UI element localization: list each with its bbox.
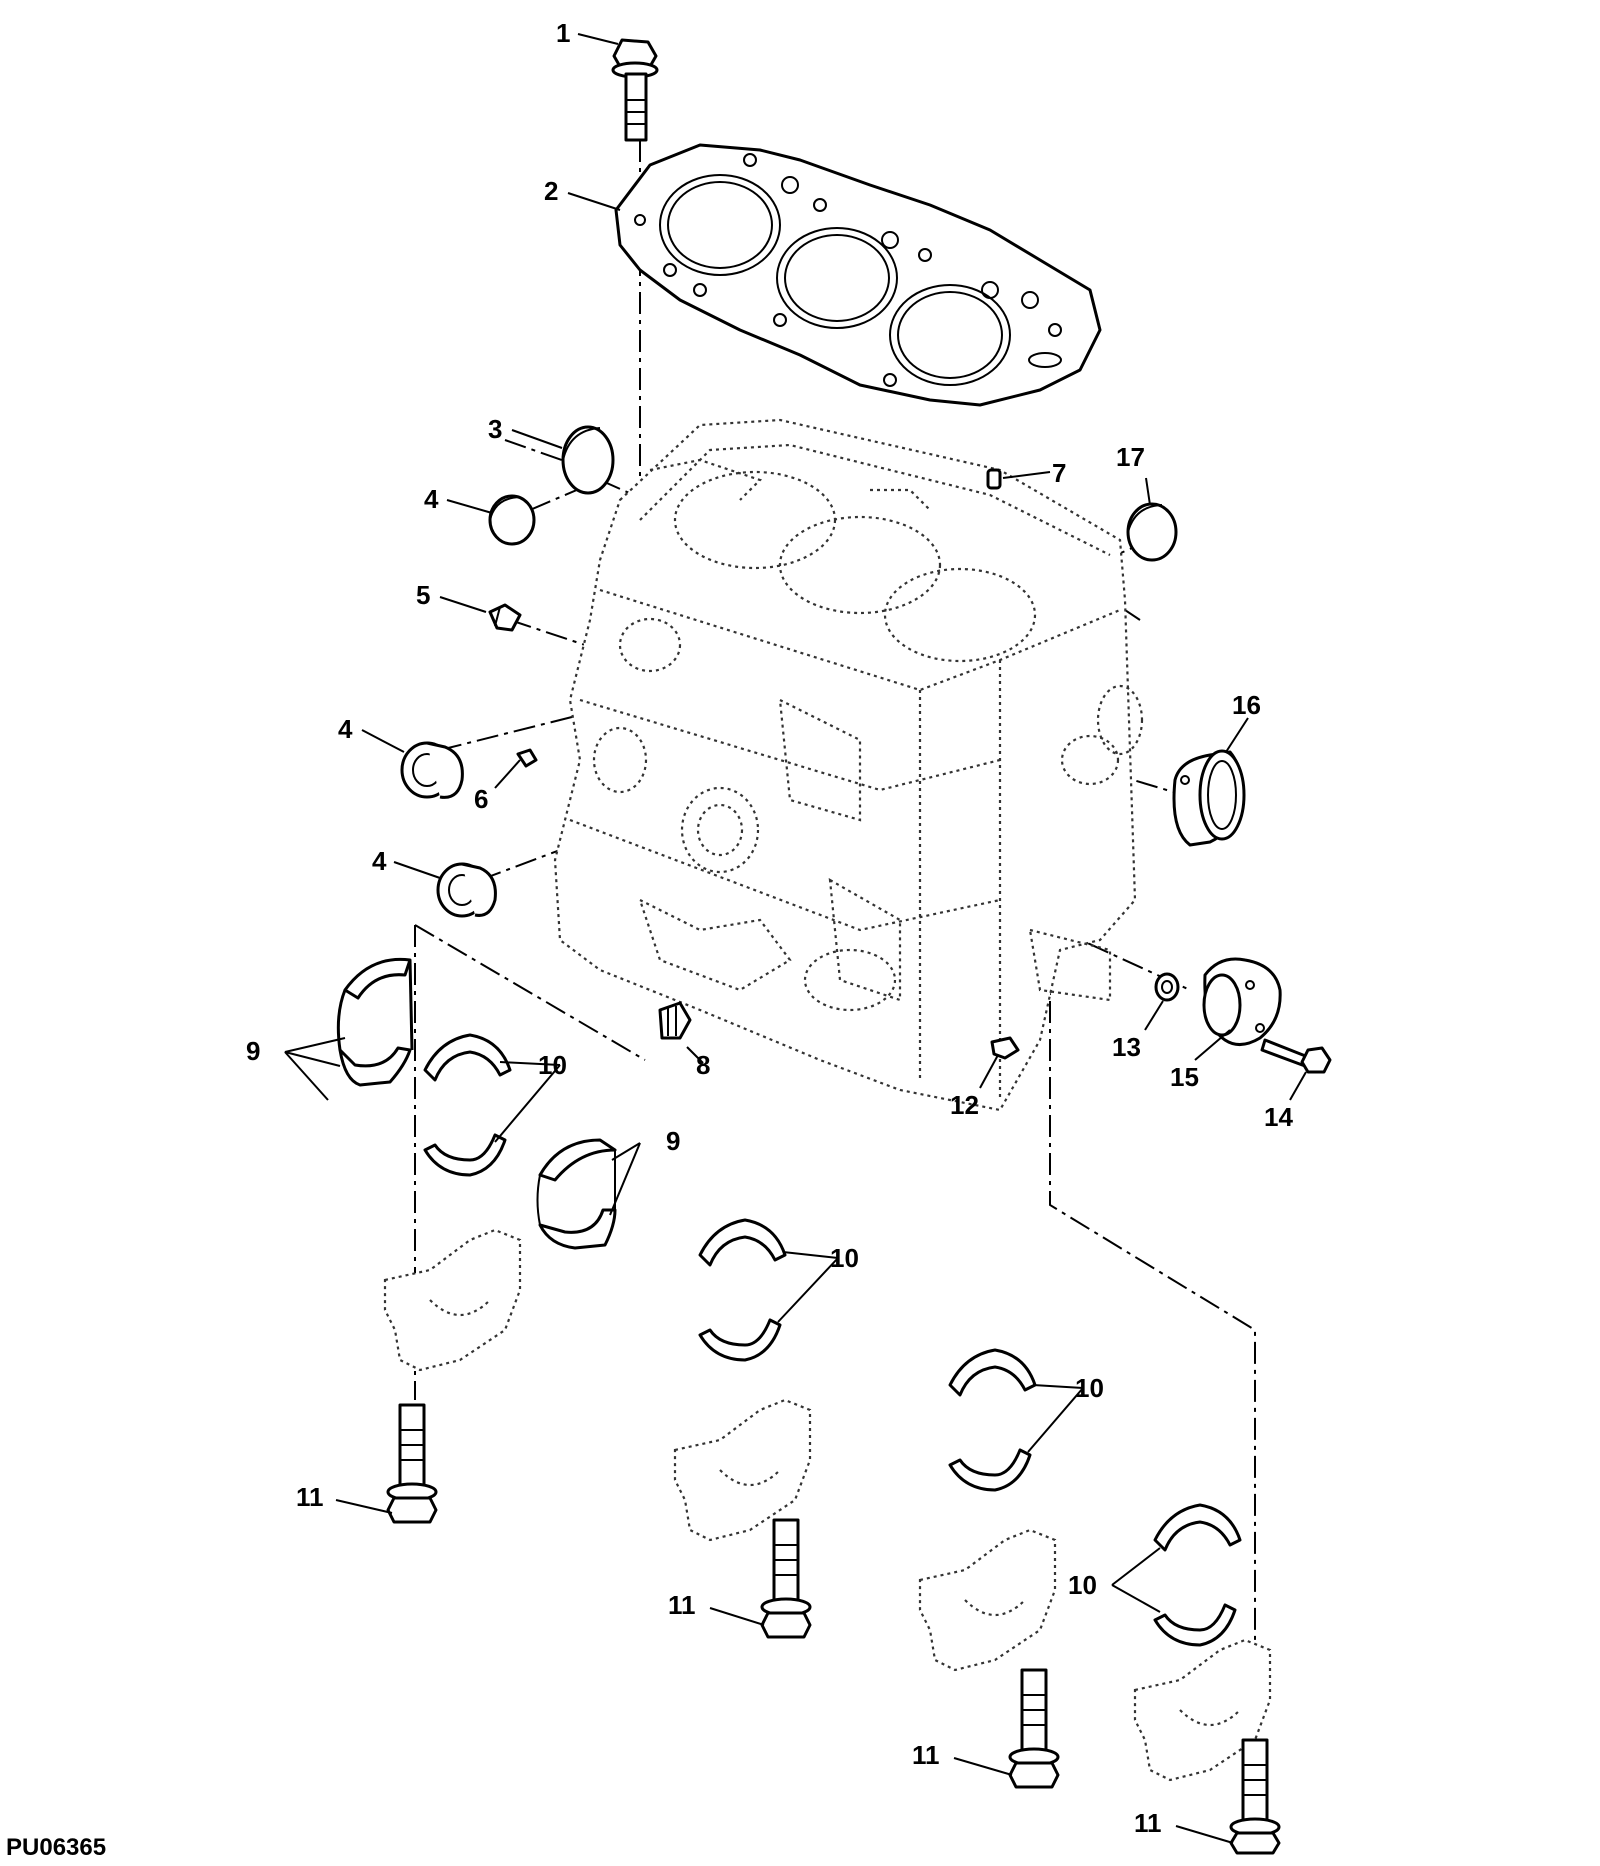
main-bearing-cap-2 xyxy=(673,1398,812,1542)
callout-11-d: 11 xyxy=(1134,1808,1162,1838)
callout-6: 6 xyxy=(474,784,488,814)
main-bearing-cap-3 xyxy=(918,1528,1057,1672)
flange-cover-part-15 xyxy=(1202,957,1282,1046)
cylinder-block-phantom xyxy=(553,418,1144,1112)
callout-17: 17 xyxy=(1116,442,1145,472)
callout-4-middle: 4 xyxy=(338,714,353,744)
callout-11-a: 11 xyxy=(296,1482,324,1512)
head-bolt-part-1 xyxy=(611,38,659,142)
main-bearing-bolt-part-11-a xyxy=(386,1403,438,1524)
callout-9-right: 9 xyxy=(666,1126,680,1156)
expansion-plug-part-3 xyxy=(561,425,615,495)
callout-4-top: 4 xyxy=(424,484,439,514)
thrust-washer-part-9-right xyxy=(536,1138,617,1250)
plug-part-17 xyxy=(1126,502,1178,562)
seal-ring-part-4-middle xyxy=(400,741,464,799)
bearing-shell-part-10-d xyxy=(1153,1503,1242,1647)
bearing-shell-part-10-b xyxy=(698,1218,787,1362)
pipe-plug-part-5 xyxy=(488,603,522,632)
callout-10-a: 10 xyxy=(538,1050,567,1080)
main-bearing-cap-4 xyxy=(1133,1638,1272,1782)
callout-9-left: 9 xyxy=(246,1036,260,1066)
dowel-pin-part-6 xyxy=(516,748,538,768)
thrust-washer-part-9-left xyxy=(336,957,414,1087)
pin-part-12 xyxy=(990,1036,1020,1060)
plug-part-4-top xyxy=(488,494,536,546)
callout-7: 7 xyxy=(1052,458,1066,488)
bearing-shell-part-10-c xyxy=(948,1348,1037,1492)
main-bearing-cap-1 xyxy=(383,1228,522,1372)
callout-11-c: 11 xyxy=(912,1740,940,1770)
callout-10-c: 10 xyxy=(1075,1373,1104,1403)
main-bearing-bolt-part-11-b xyxy=(760,1518,812,1639)
callout-1: 1 xyxy=(556,18,570,48)
callout-11-b: 11 xyxy=(668,1590,696,1620)
seal-ring-part-4-lower xyxy=(436,862,497,918)
callout-2: 2 xyxy=(544,176,558,206)
callout-12: 12 xyxy=(950,1090,979,1120)
bushing-part-16 xyxy=(1172,749,1246,847)
callout-10-d: 10 xyxy=(1068,1570,1097,1600)
fitting-part-8 xyxy=(658,1001,692,1040)
head-gasket-part-2 xyxy=(614,143,1102,407)
figure-id: PU06365 xyxy=(6,1834,106,1861)
bearing-shell-part-10-a xyxy=(423,1033,512,1177)
callout-5: 5 xyxy=(416,580,430,610)
o-ring-part-13 xyxy=(1154,972,1180,1002)
callout-15: 15 xyxy=(1170,1062,1199,1092)
callout-3: 3 xyxy=(488,414,502,444)
bolt-part-14 xyxy=(1260,1038,1332,1074)
callout-4-lower: 4 xyxy=(372,846,387,876)
dowel-pin-part-7 xyxy=(986,468,1002,490)
callout-16: 16 xyxy=(1232,690,1261,720)
main-bearing-bolt-part-11-d xyxy=(1229,1738,1281,1855)
callout-10-b: 10 xyxy=(830,1243,859,1273)
callout-14: 14 xyxy=(1264,1102,1293,1132)
callout-8: 8 xyxy=(696,1050,710,1080)
main-bearing-bolt-part-11-c xyxy=(1008,1668,1060,1789)
callout-labels: 1 2 3 4 4 4 5 6 7 8 9 9 10 10 10 10 11 1… xyxy=(246,18,1293,1838)
callout-13: 13 xyxy=(1112,1032,1141,1062)
leader-lines xyxy=(284,33,1307,1844)
